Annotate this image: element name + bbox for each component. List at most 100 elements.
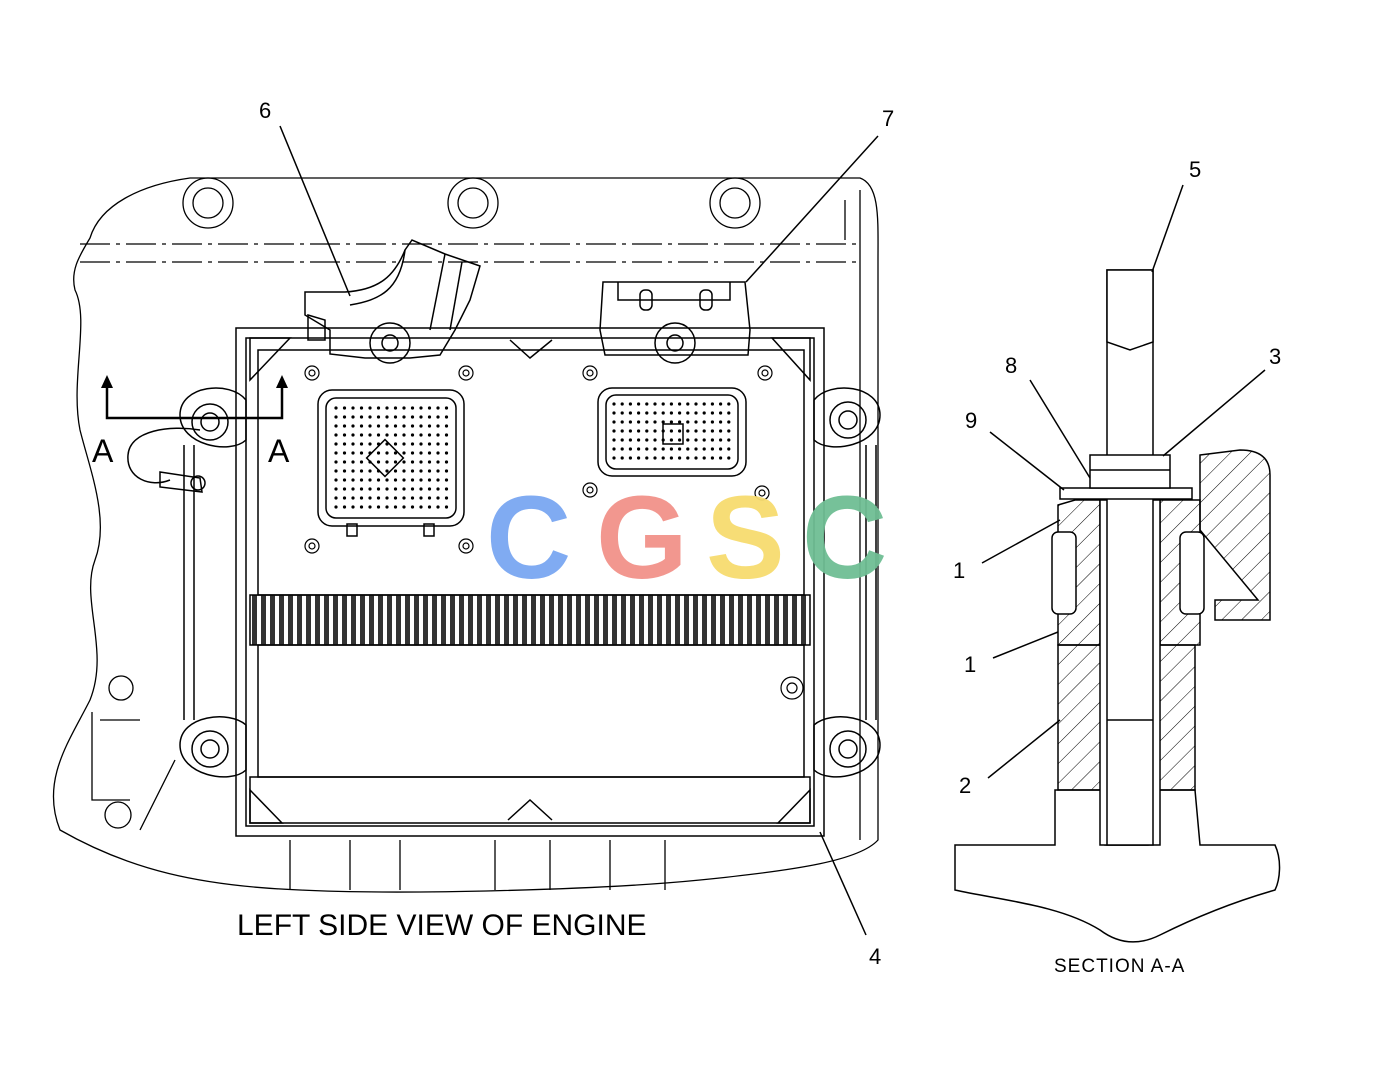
connector-pin [686, 420, 690, 424]
connector-pin [719, 447, 723, 451]
section-marker-a [105, 385, 284, 420]
connector-pin [359, 433, 364, 437]
connector-pin [351, 487, 355, 491]
connector-j2-pins [612, 402, 731, 460]
connector-pin [410, 478, 415, 482]
connector-pin [444, 415, 449, 419]
ecm-connector-j2 [597, 387, 747, 477]
connector-pin [334, 505, 338, 509]
connector-pin [334, 415, 338, 419]
connector-pin [410, 433, 415, 437]
connector-pin [653, 438, 657, 442]
connector-pin [351, 496, 355, 500]
connector-pin [686, 456, 690, 460]
connector-pin [334, 424, 338, 428]
connector-pin [628, 411, 633, 415]
connector-pin [612, 420, 616, 424]
connector-pin [637, 402, 641, 406]
connector-pin [620, 402, 624, 406]
connector-pin [402, 469, 406, 473]
connector-pin [612, 456, 616, 460]
connector-pin [402, 424, 406, 428]
connector-pin [710, 429, 715, 433]
section-marker-right-label: A [268, 433, 290, 469]
connector-pin [661, 438, 665, 442]
connector-pin [719, 429, 723, 433]
connector-pin [436, 415, 440, 419]
connector-pin [612, 411, 616, 415]
connector-pin [402, 460, 406, 464]
connector-pin [334, 442, 338, 446]
connector-pin [334, 433, 338, 437]
connector-pin [385, 469, 389, 473]
connector-pin [702, 438, 706, 442]
connector-pin [637, 438, 641, 442]
watermark-letter-c2: C [802, 472, 887, 604]
watermark-logo: C G S C [486, 472, 887, 604]
connector-pin [419, 487, 423, 491]
connector-pin [694, 438, 698, 442]
connector-pin [669, 447, 674, 451]
callout-3: 3 [1269, 344, 1281, 369]
connector-pin [419, 460, 423, 464]
ecm-connector-j1 [317, 389, 465, 537]
connector-pin [368, 424, 372, 428]
connector-pin [427, 433, 432, 437]
connector-pin [444, 433, 449, 437]
callout-9: 9 [965, 408, 977, 433]
block-bolts [182, 177, 761, 229]
connector-pin [359, 487, 364, 491]
connector-pin [402, 451, 406, 455]
connector-pin [419, 469, 423, 473]
connector-pin [444, 460, 449, 464]
connector-pin [436, 496, 440, 500]
connector-pin [385, 442, 389, 446]
connector-pin [702, 429, 706, 433]
connector-pin [436, 505, 440, 509]
connector-pin [334, 406, 338, 410]
connector-pin [393, 451, 398, 455]
connector-pin [376, 487, 381, 491]
connector-pin [419, 496, 423, 500]
connector-pin [342, 478, 347, 482]
connector-pin [402, 496, 406, 500]
connector-pin [376, 433, 381, 437]
connector-pin [669, 420, 674, 424]
callout-5: 5 [1189, 157, 1201, 182]
connector-pin [359, 469, 364, 473]
connector-pin [637, 456, 641, 460]
connector-pin [419, 478, 423, 482]
connector-pin [444, 442, 449, 446]
connector-pin [402, 442, 406, 446]
connector-pin [694, 447, 698, 451]
connector-pin [694, 420, 698, 424]
connector-pin [702, 456, 706, 460]
connector-pin [351, 415, 355, 419]
callout-4: 4 [869, 944, 881, 969]
connector-pin [351, 406, 355, 410]
connector-pin [694, 429, 698, 433]
connector-pin [427, 415, 432, 419]
connector-pin [661, 456, 665, 460]
connector-pin [620, 411, 624, 415]
connector-pin [427, 406, 432, 410]
connector-pin [678, 456, 682, 460]
connector-pin [402, 406, 406, 410]
connector-pin [385, 406, 389, 410]
connector-pin [444, 478, 449, 482]
connector-pin [653, 420, 657, 424]
connector-pin [645, 402, 649, 406]
connector-pin [620, 456, 624, 460]
connector-pin [678, 402, 682, 406]
connector-pin [376, 442, 381, 446]
connector-pin [427, 487, 432, 491]
connector-pin [444, 505, 449, 509]
connector-pin [385, 415, 389, 419]
connector-pin [645, 456, 649, 460]
connector-pin [402, 478, 406, 482]
connector-pin [719, 420, 723, 424]
main-view-caption: LEFT SIDE VIEW OF ENGINE [237, 909, 647, 942]
connector-pin [334, 469, 338, 473]
connector-pin [342, 460, 347, 464]
